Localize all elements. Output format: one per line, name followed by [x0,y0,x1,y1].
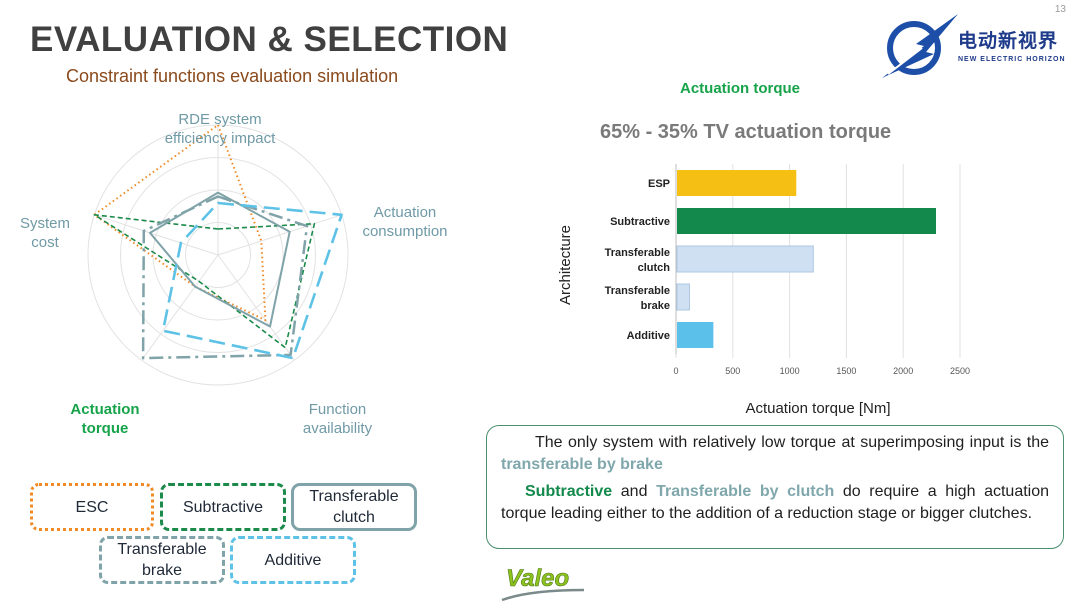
logo-chinese-text: 电动新视界 [958,31,1059,52]
logo-english-text: NEW ELECTRIC HORIZON [958,56,1066,63]
valeo-logo: Valeo [501,565,585,602]
category-label: Subtractive [610,216,670,228]
y-axis-title: Architecture [557,225,574,305]
radar-spoke [217,254,295,361]
x-tick-label: 1500 [836,366,856,376]
page-title: EVALUATION & SELECTION [30,20,509,59]
valeo-wordmark: Valeo [506,565,569,592]
x-tick-label: 0 [673,366,678,376]
conclusion-textbox: The only system with relatively low torq… [486,425,1064,549]
radar-spoke [217,214,342,256]
company-logo: 电动新视界 NEW ELECTRIC HORIZON [880,12,1070,82]
radar-chart [87,124,349,386]
chart-title: 65% - 35% TV actuation torque [600,121,892,143]
category-label: ESP [648,178,670,190]
legend-esc-label: ESC [75,498,109,516]
x-axis-title: Actuation torque [Nm] [745,400,890,417]
bar-subtractive [677,208,937,234]
highlight-subtractive: Subtractive [525,483,613,500]
x-tick-label: 1000 [780,366,800,376]
x-tick-label: 2500 [950,366,970,376]
bar-additive [677,322,714,348]
bar-transferable-brake [676,283,690,311]
conclusion-paragraph-2: Subtractive and Transferable by clutch d… [501,483,1050,522]
legend-esc: ESC [30,483,154,531]
highlight-transferable-brake: transferable by brake [501,456,663,473]
x-tick-label: 500 [725,366,740,376]
radar-series-transferable-brake [141,195,309,360]
radar-spoke [94,214,219,256]
radar-series-additive [161,201,343,360]
bar-esp [677,170,797,196]
radar-series-transferable-clutch [149,191,291,328]
radar-series-esc [93,124,267,322]
highlight-transferable-clutch: Transferable by clutch [656,483,835,500]
category-label: Additive [627,330,670,342]
lightning-globe-icon [882,14,958,78]
bar-chart: 0 500 1000 1500 2000 2500 ESP SubtractiveTransf… [557,164,970,417]
bar-transferable-clutch [676,245,814,273]
radar-spoke [141,254,219,361]
conclusion-paragraph-1: The only system with relatively low torq… [501,434,1049,473]
legend-subtractive: Subtractive [160,483,286,531]
chart-section-title: Actuation torque [680,80,800,97]
x-tick-label: 2000 [893,366,913,376]
legend-additive-label: Additive [264,551,322,569]
legend-additive: Additive [230,536,356,584]
page-subtitle: Constraint functions evaluation simulati… [66,66,399,86]
legend-subtractive-label: Subtractive [182,498,264,516]
radar-series-subtractive [93,214,316,349]
slide-number: 13 [1054,4,1066,15]
